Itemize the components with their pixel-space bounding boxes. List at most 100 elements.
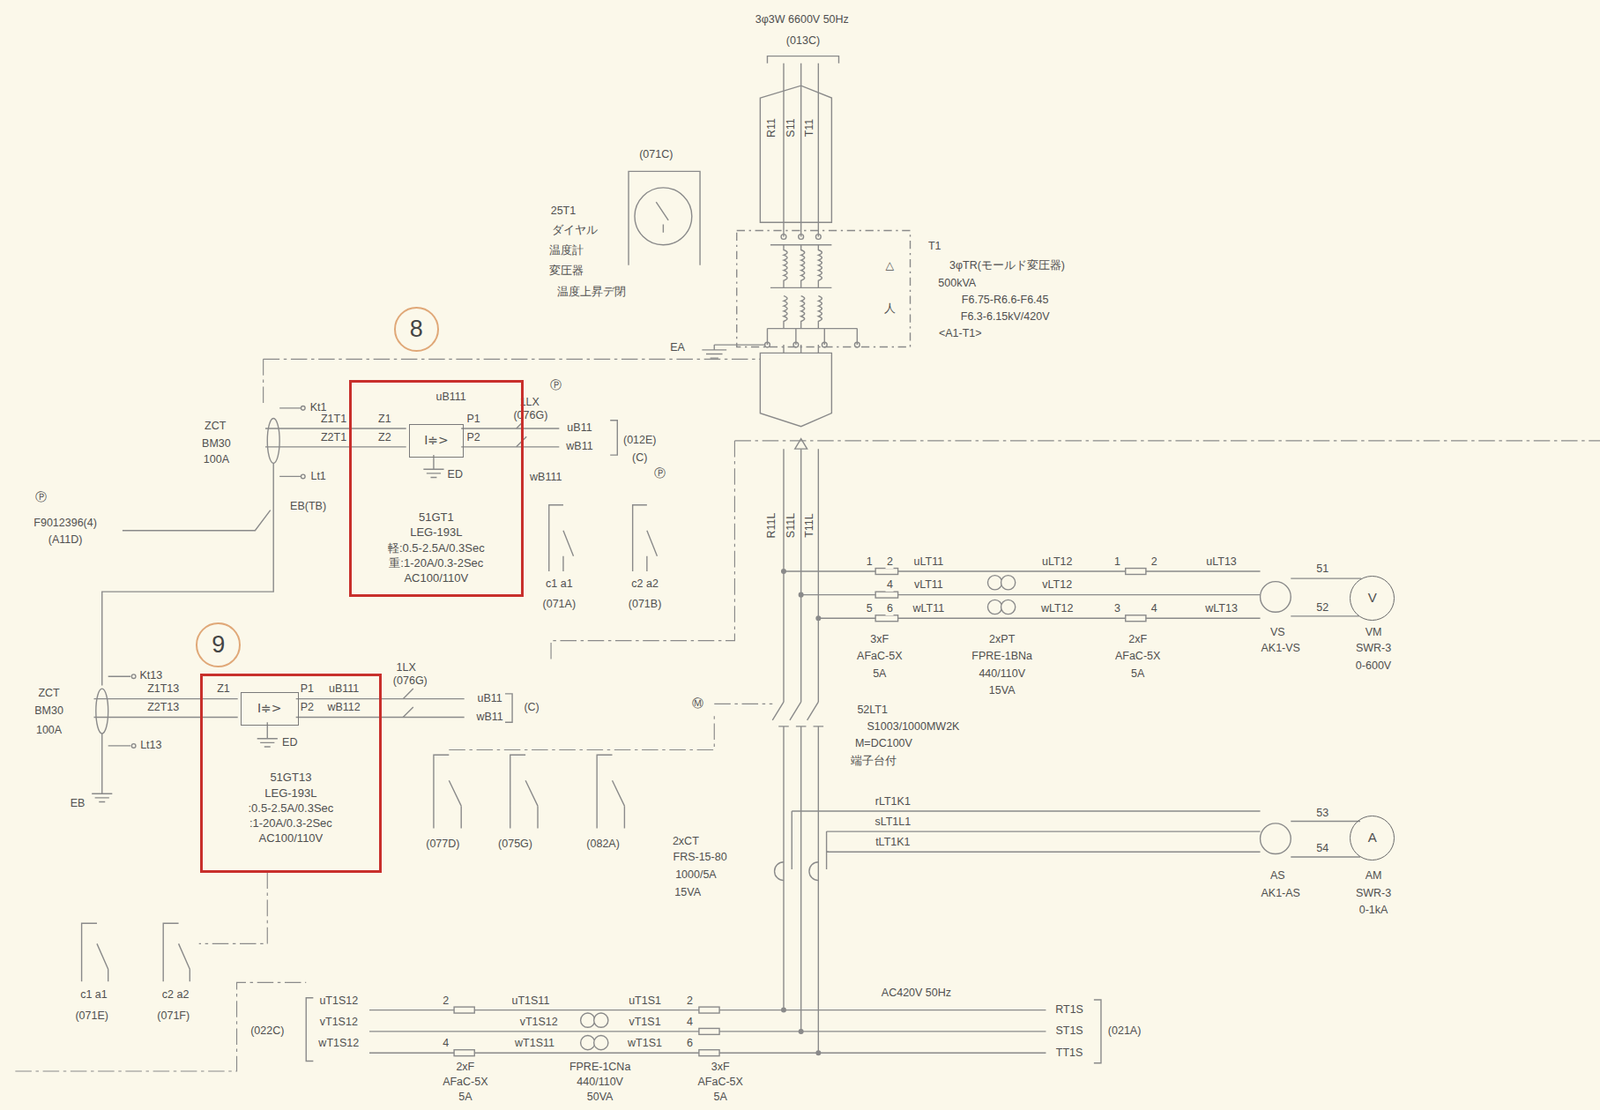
power-circuit (793, 342, 799, 348)
power-circuit (783, 296, 788, 329)
wire-label: S11 (785, 117, 798, 138)
text-group: A (1350, 816, 1394, 860)
power-circuit (1125, 615, 1147, 622)
power-circuit (765, 342, 771, 348)
wire-label: 50VA (586, 1092, 615, 1105)
wire-label: EA (669, 342, 686, 355)
power-circuit (580, 1035, 596, 1050)
power-circuit (818, 296, 822, 329)
power-circuit (987, 575, 1002, 590)
wire-label: (022C) (249, 1025, 285, 1038)
node-label: 9 (211, 632, 225, 659)
wire-label: 2xPT (988, 633, 1016, 647)
wire-label: △ (885, 260, 896, 273)
rating-text: 軽:0.5-2.5A/0.3Sec (351, 540, 521, 556)
wire-label: Kt13 (138, 670, 164, 684)
wire-label: ZCT (203, 420, 227, 433)
wire-label: 5A (1130, 668, 1146, 681)
wire-label: P2 (465, 431, 481, 445)
wire-label: uT1S12 (318, 995, 359, 1008)
wire-label: SWR-3 (1354, 887, 1392, 901)
wire-label: 2 (441, 995, 450, 1008)
relay-circuit (596, 754, 625, 828)
wire-label: uB11 (476, 692, 503, 706)
power-circuit (305, 56, 1362, 1064)
relay-circuit (300, 406, 306, 411)
wire-label: c1 a1 (544, 578, 574, 591)
power-circuit (783, 344, 819, 353)
text-group: I≑> (409, 424, 464, 457)
wire-label: S1003/1000MW2K (866, 721, 961, 734)
wire-label: ED (281, 736, 298, 750)
power-circuit (783, 726, 819, 1053)
text-group: 8 (395, 308, 438, 350)
relay-circuit (402, 688, 414, 717)
power-circuit (798, 234, 804, 240)
wire-label: FPRE-1CNa (568, 1061, 632, 1074)
wire-label: AFaC-5X (855, 651, 903, 664)
power-circuit (783, 571, 1261, 618)
text-group: 51GT1LEG-193L軽:0.5-2.5A/0.3Sec重:1-20A/0.… (351, 509, 521, 586)
wire-label: Ⓟ (549, 379, 563, 393)
node-label: 8 (409, 316, 424, 343)
wire-label: VS (1269, 626, 1287, 640)
wire-label: AC420V 50Hz (880, 988, 953, 1001)
wire-label: 2xF (1127, 633, 1148, 647)
relay-circuit (96, 688, 109, 734)
relay-circuit (634, 187, 693, 246)
wire-label: 1 (1113, 556, 1122, 569)
control-link-line (550, 440, 735, 663)
power-circuit (816, 616, 821, 621)
power-circuit (770, 245, 832, 289)
text-group: 9 (197, 624, 239, 666)
wire-label: wT1S12 (317, 1037, 360, 1050)
power-circuit (766, 328, 857, 346)
wire-label: T11 (803, 117, 817, 138)
wire-label: AS (1269, 870, 1287, 883)
relay-circuit (108, 676, 131, 746)
wire-label: 51 (1315, 563, 1330, 576)
wire-label: 440/110V (977, 668, 1027, 681)
wire-label: 6 (685, 1037, 694, 1050)
wire-label: rLT1K1 (874, 796, 912, 809)
wire-label: c1 a1 (79, 989, 109, 1002)
relay-circuit (102, 462, 274, 685)
power-circuit (1001, 599, 1016, 614)
wire-label: Z1T13 (146, 684, 180, 697)
wire-label: R11L (766, 512, 779, 540)
callout-number: 9 (195, 622, 241, 668)
rating-text: 51GT1 (351, 509, 521, 525)
power-circuit (798, 592, 804, 597)
wire-label: 440/110V (575, 1076, 625, 1089)
wire-label: wT1S1 (626, 1037, 663, 1050)
wire-label: (077D) (424, 839, 461, 852)
wire-label: 53 (1315, 807, 1330, 820)
relay-circuit (655, 201, 669, 233)
power-circuit (801, 296, 805, 329)
wire-label: wB11 (565, 440, 594, 454)
wire-label: 100A (35, 724, 63, 737)
wire-label: 温度上昇デ閉 (556, 286, 627, 299)
power-circuit (1260, 823, 1292, 855)
wire-label: 3φ3W 6600V 50Hz (754, 14, 850, 27)
wire-label: TT1S (1055, 1047, 1085, 1060)
wire-label: 2xCT (671, 835, 700, 849)
wire-label: vT1S1 (627, 1016, 662, 1029)
wire-label: 4 (1150, 602, 1159, 616)
wire-label: 5A (713, 1092, 729, 1105)
wire-label: ZCT (37, 687, 60, 700)
control-link-line (714, 703, 773, 705)
power-circuit (736, 230, 911, 348)
relay-circuit (81, 922, 109, 982)
control-link-line (734, 439, 1600, 441)
power-circuit (781, 234, 787, 240)
relay-circuit (628, 171, 700, 265)
rating-text: :1-20A/0.3-2Sec (202, 815, 380, 831)
node-label: A (1368, 830, 1377, 846)
relay-box: 51GT1LEG-193L軽:0.5-2.5A/0.3Sec重:1-20A/0.… (349, 379, 524, 598)
wire-label: (071E) (74, 1010, 110, 1023)
wire-label: RT1S (1054, 1004, 1085, 1017)
text-group: I≑> (241, 692, 298, 724)
wire-label: F6.3-6.15kV/420V (960, 311, 1051, 324)
